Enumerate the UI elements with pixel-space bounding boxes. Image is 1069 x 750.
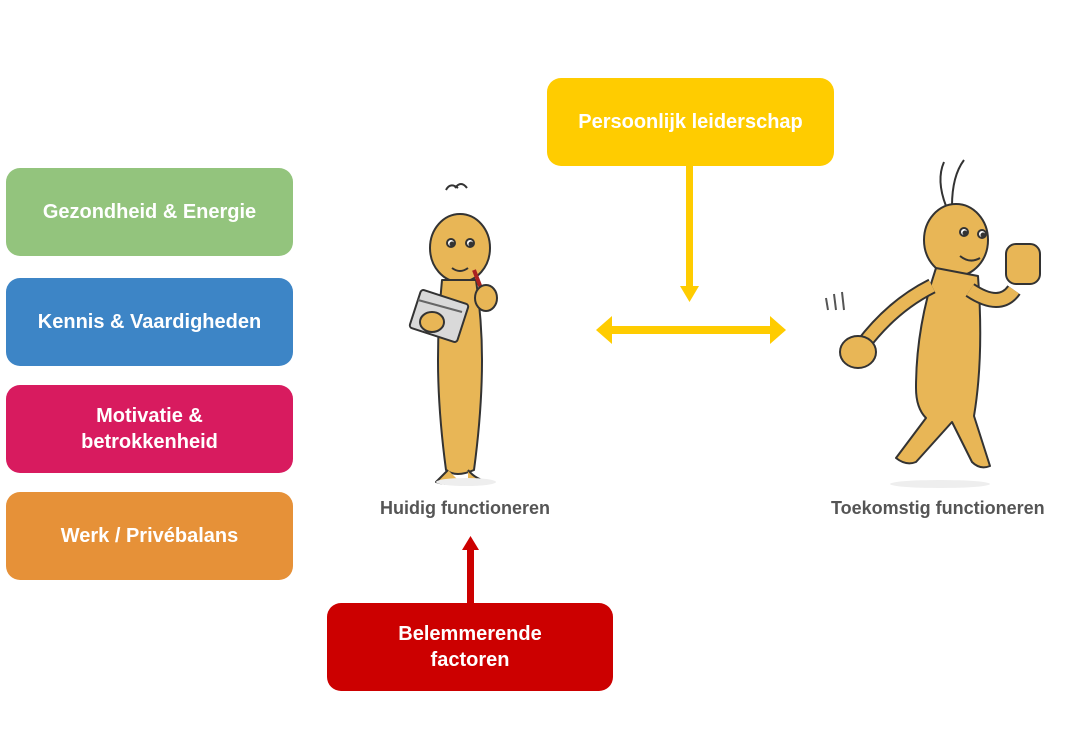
current-figure-illustration bbox=[408, 183, 498, 486]
leadership-box: Persoonlijk leiderschap bbox=[547, 78, 834, 166]
factor-label: Motivatie & betrokkenheid bbox=[81, 405, 218, 453]
future-figure-illustration bbox=[825, 159, 1041, 488]
factor-label: Gezondheid & Energie bbox=[42, 201, 257, 223]
current-functioning-caption: Huidig functioneren bbox=[380, 498, 550, 518]
leadership-label: Persoonlijk leiderschap bbox=[578, 111, 803, 133]
obstacles-arrow bbox=[462, 536, 479, 603]
future-functioning-caption: Toekomstig functioneren bbox=[831, 498, 1045, 518]
double-arrow bbox=[596, 316, 786, 344]
factor-box-knowledge: Kennis & Vaardigheden bbox=[6, 278, 293, 366]
factor-label: Kennis & Vaardigheden bbox=[37, 311, 262, 333]
factor-box-health: Gezondheid & Energie bbox=[6, 168, 293, 256]
leadership-arrow bbox=[680, 166, 699, 302]
obstacles-box: Belemmerende factoren bbox=[327, 603, 613, 691]
factor-label: Werk / Privébalans bbox=[60, 525, 239, 547]
factor-box-motivation: Motivatie & betrokkenheid bbox=[6, 385, 293, 473]
obstacles-label: Belemmerende factoren bbox=[398, 623, 542, 671]
factor-box-balance: Werk / Privébalans bbox=[6, 492, 293, 580]
